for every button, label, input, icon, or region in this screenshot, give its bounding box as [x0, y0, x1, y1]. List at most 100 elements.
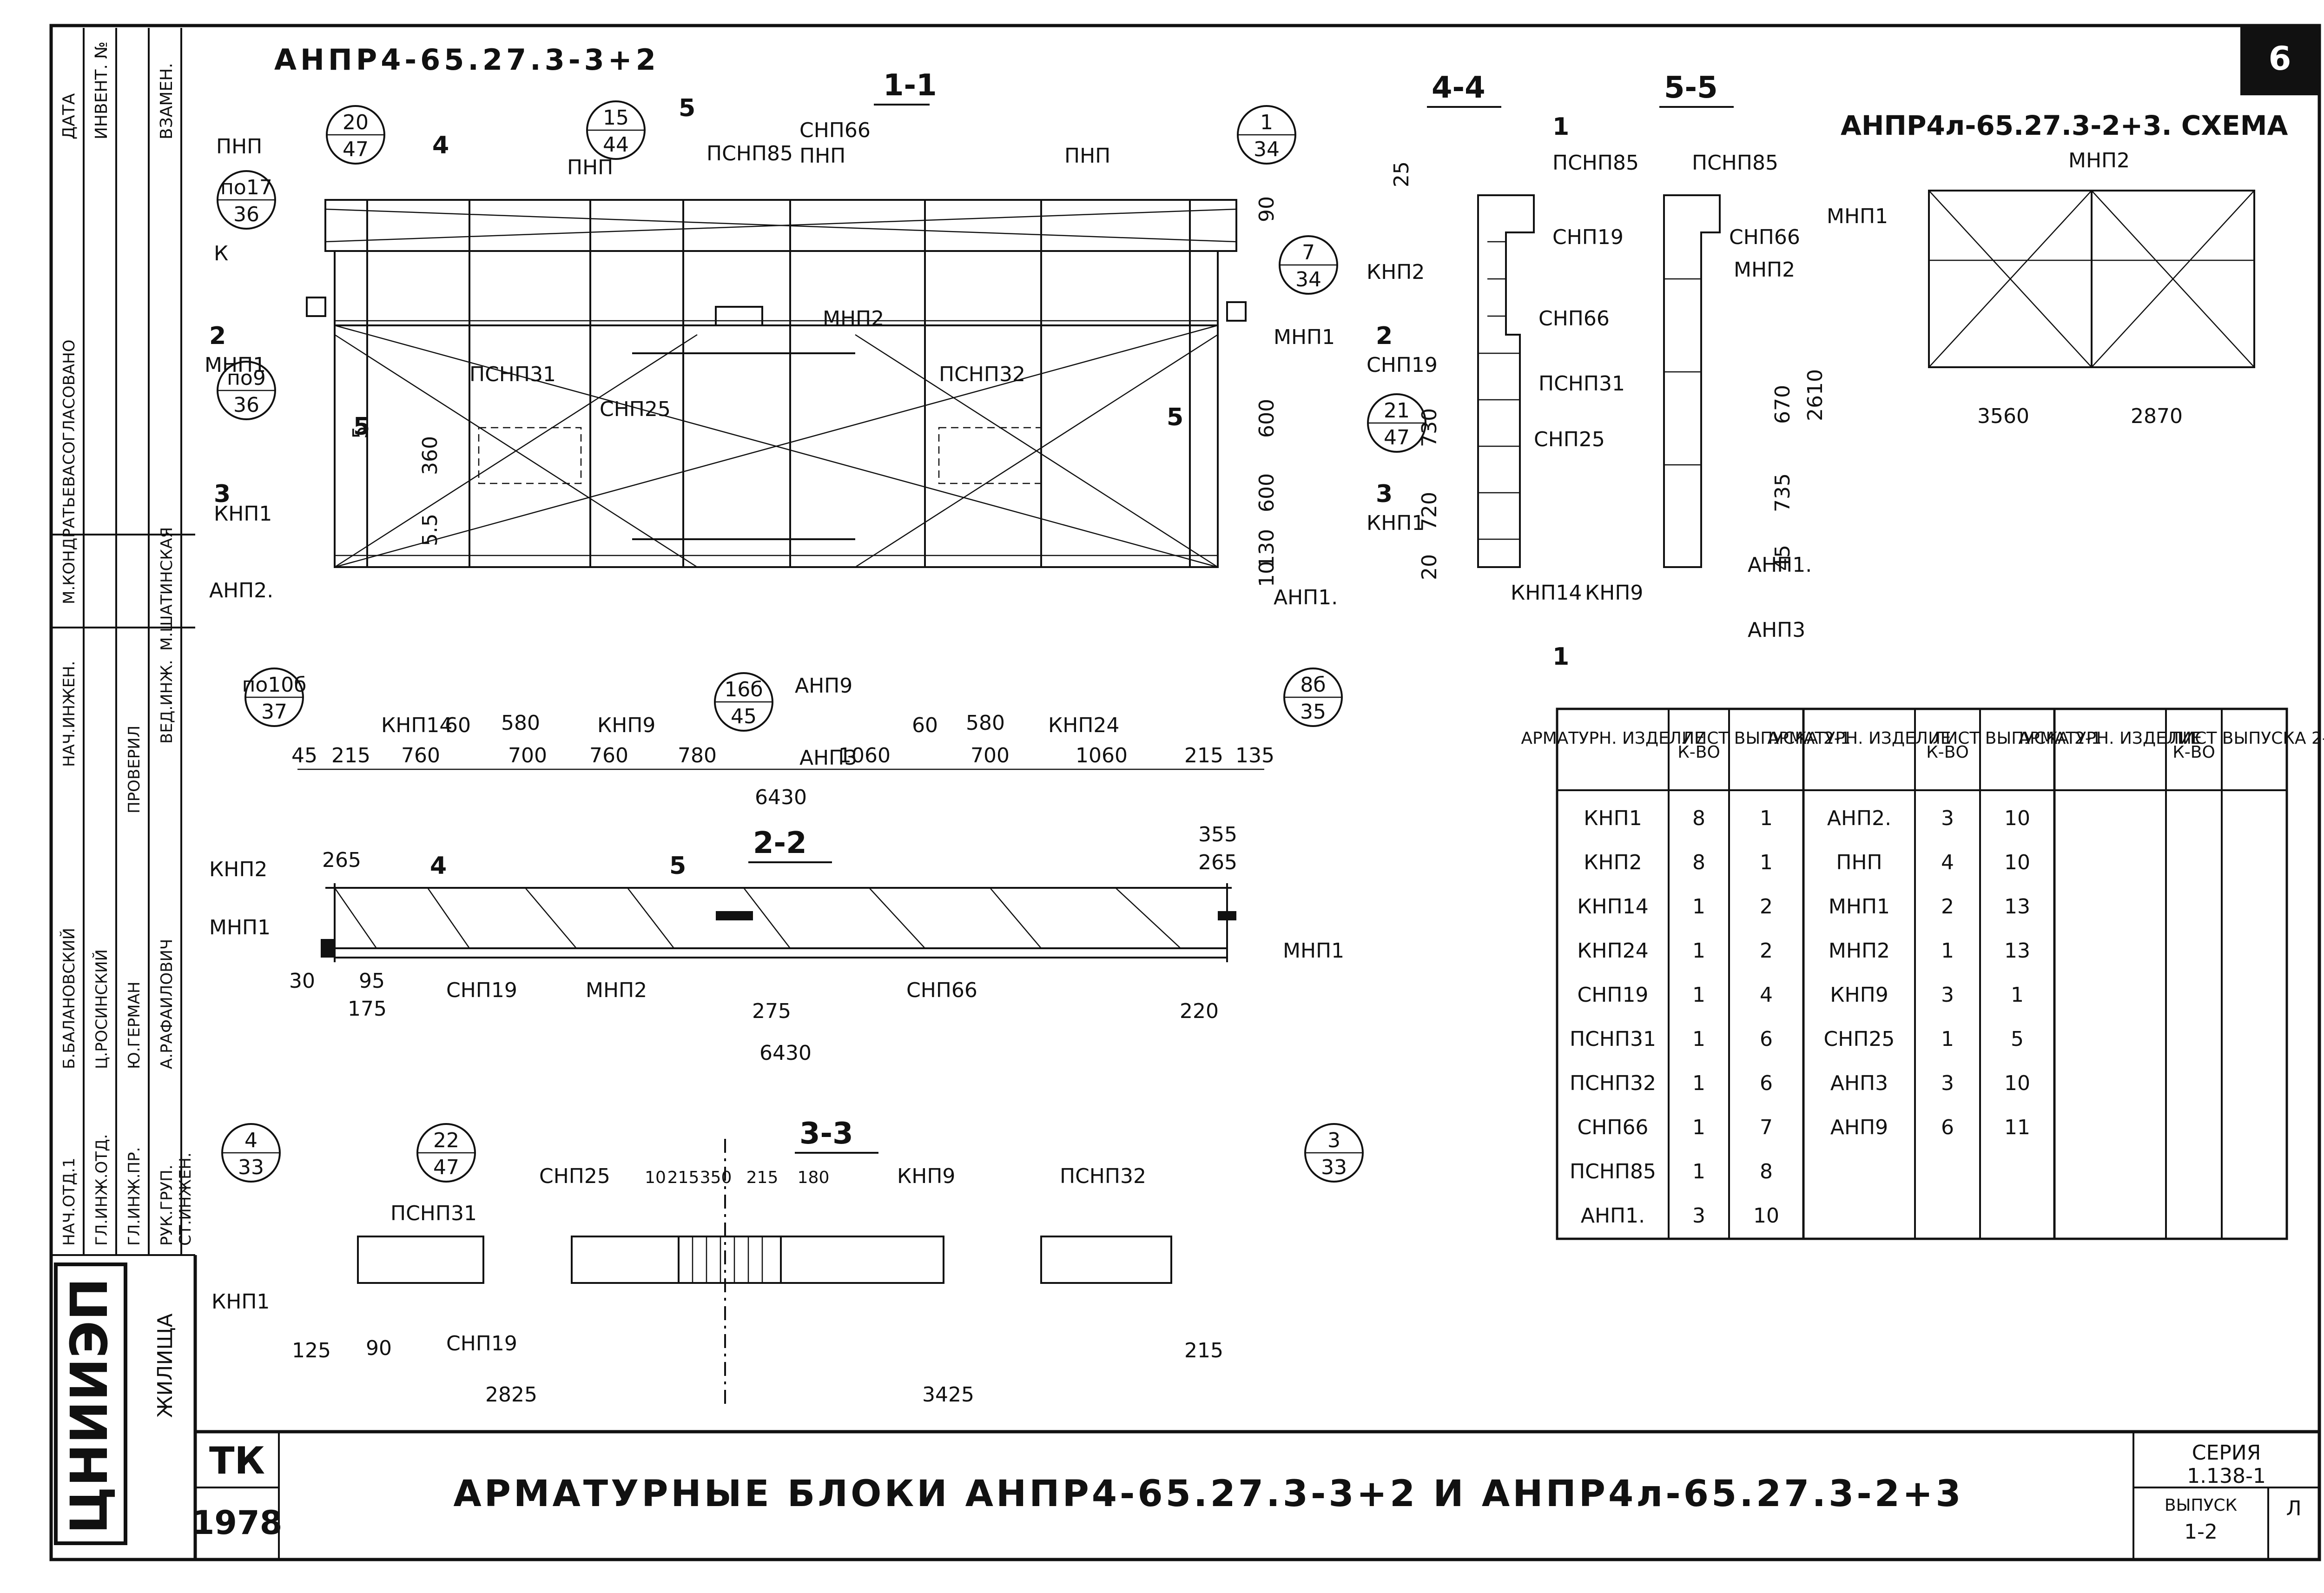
callout-8-bottom: 45	[731, 705, 757, 728]
spec-c2-qty-4: 3	[1941, 983, 1954, 1007]
plan-dim-13: 215	[1184, 744, 1223, 767]
spec-header-sheet-2: ЛИСТ ВЫПУСКА 2-1	[2170, 729, 2324, 748]
label-pnp-5: ПНП	[1064, 144, 1110, 168]
section-5-5-label: 5-5	[1664, 71, 1718, 105]
plan-dim-12: 1060	[1076, 744, 1128, 767]
spec-c1-sheet-2: 2	[1760, 895, 1773, 919]
sec33-bottom-dim-1: 90	[366, 1336, 392, 1360]
sec22-bottom-dim-1: 95	[359, 969, 385, 993]
label-pnp-1: ПНП	[567, 156, 613, 179]
spec-header-qty-1: К-ВО	[1926, 743, 1969, 762]
plan-dim-9: 60	[912, 714, 938, 737]
section-mark-sec4-8: 4	[430, 852, 447, 880]
label-anp1-46: АНП1.	[1748, 553, 1812, 577]
label-knp9-19: КНП9	[597, 714, 655, 737]
sec44-dim-0: 25	[1390, 161, 1413, 187]
spec-c1-sheet-5: 6	[1760, 1027, 1773, 1051]
org-logo-box	[54, 1263, 127, 1545]
label-psnp31-29: ПСНП31	[390, 1202, 477, 1225]
spec-c1-qty-7: 1	[1692, 1116, 1705, 1139]
spec-c1-qty-2: 1	[1692, 895, 1705, 919]
sec22-top-dim-2: 265	[1198, 851, 1237, 874]
spec-header-qty-0: К-ВО	[1677, 743, 1720, 762]
spec-c2-qty-2: 2	[1941, 895, 1954, 919]
spec-c2-sheet-7: 11	[2004, 1116, 2030, 1139]
spec-table	[1556, 707, 2288, 1240]
section-1-1-label: 1-1	[883, 68, 937, 103]
label-snp66-25: СНП66	[906, 978, 977, 1002]
label-psnp85-2: ПСНП85	[706, 142, 793, 165]
label-mnp1-26: МНП1	[1283, 939, 1344, 963]
inv-label: ИНВЕНТ. №	[92, 41, 111, 139]
issue-value: 1-2	[2184, 1520, 2218, 1544]
sec55-dim-3: 45	[1771, 545, 1795, 571]
spec-header-item-1: АРМАТУРН. ИЗДЕЛИЕ	[1767, 729, 1951, 748]
label-knp2-35: КНП2	[1367, 260, 1425, 284]
spec-c2-sheet-3: 13	[2004, 939, 2030, 963]
callout-10-top: 4	[244, 1129, 257, 1152]
label-knp14-18: КНП14	[381, 714, 452, 737]
approval-role-1: ГЛ.ИНЖ.ОТД.	[92, 1134, 111, 1246]
label-snp19-37: СНП19	[1367, 353, 1438, 377]
agreed-heading: СОГЛАСОВАНО	[60, 340, 79, 465]
spec-c1-item-0: КНП1	[1584, 806, 1642, 830]
spec-header-sheet-1: ЛИСТ ВЫПУСКА 2-1	[1933, 729, 2102, 748]
plan-right-dim-2: 600	[1255, 473, 1279, 512]
spec-c2-sheet-4: 1	[2011, 983, 2024, 1007]
scheme-dim-1: 2870	[2131, 404, 2183, 428]
spec-c1-sheet-1: 1	[1760, 851, 1773, 874]
org-subtitle: ЖИЛИЩА	[153, 1313, 177, 1418]
spec-c2-qty-0: 3	[1941, 806, 1954, 830]
scheme-title: АНПР4л-65.27.3-2+3. СХЕМА	[1841, 110, 2288, 141]
approval-extra-name-0: М.КОНДРАТЬЕВА	[60, 465, 79, 604]
spec-c1-qty-3: 1	[1692, 939, 1705, 963]
series-label: СЕРИЯ	[2192, 1441, 2261, 1465]
spec-c1-qty-8: 1	[1692, 1160, 1705, 1183]
sec44-dim-2: 720	[1418, 492, 1441, 531]
sec55-dim-0: 670	[1771, 385, 1795, 424]
date-label: ДАТА	[59, 93, 79, 139]
spec-c1-item-2: КНП14	[1577, 895, 1648, 919]
sec33-bottom-dim-0: 125	[292, 1339, 331, 1362]
plan-dim-3: 60	[445, 714, 471, 737]
label-snp25-14: СНП25	[600, 397, 671, 421]
label-k-6: К	[214, 242, 228, 265]
section-5-5-drawing	[1663, 194, 1721, 568]
issue-label: ВЫПУСК	[2165, 1496, 2237, 1515]
scheme-drawing	[1928, 190, 2255, 368]
spec-c2-sheet-5: 5	[2011, 1027, 2024, 1051]
spec-c2-sheet-1: 10	[2004, 851, 2030, 874]
label-psnp32-15: ПСНП32	[939, 363, 1025, 386]
plan-total: 6430	[755, 786, 807, 809]
checked-heading: ПРОВЕРИЛ	[125, 726, 144, 813]
section-mark-sec5-0: 5	[679, 94, 695, 122]
approval-name-0: Б.БАЛАНОВСКИЙ	[59, 928, 79, 1069]
sec22-bottom-dim-4: 220	[1180, 999, 1219, 1023]
sec22-bottom-dim-3: 275	[752, 999, 791, 1023]
sec55-dim-1: 2610	[1803, 369, 1827, 421]
label-mnp2-45: МНП2	[1734, 258, 1795, 282]
spec-c1-sheet-7: 7	[1760, 1116, 1773, 1139]
sec33-top-dim-4: 180	[798, 1168, 830, 1187]
spec-c1-qty-4: 1	[1692, 983, 1705, 1007]
spec-c1-item-9: АНП1.	[1581, 1204, 1645, 1228]
plan-right-dim-1: 600	[1255, 399, 1279, 438]
callout-4-bottom: 34	[1295, 268, 1321, 291]
approval-role-0: НАЧ.ОТД.1	[60, 1158, 79, 1246]
spec-c1-qty-0: 8	[1692, 806, 1705, 830]
sec22-total: 6430	[759, 1041, 812, 1065]
plan-left-dim-2: 5.5	[418, 514, 442, 546]
spec-c1-item-6: ПСНП32	[1570, 1071, 1656, 1095]
section-mark-sec3-5: 3	[1376, 480, 1393, 508]
plan-dim-8: 1060	[838, 744, 891, 767]
section-mark-sec5-11: 5	[1167, 403, 1183, 431]
callout-5-bottom: 36	[233, 393, 259, 417]
spec-c2-item-4: КНП9	[1830, 983, 1888, 1007]
callout-11-top: 22	[433, 1129, 459, 1152]
year: 1978	[192, 1504, 283, 1542]
plan-right-dim-4: 10	[1255, 561, 1279, 587]
callout-8-top: 16б	[724, 678, 763, 701]
approval-role-3: РУК.ГРУП.	[158, 1165, 176, 1246]
plan-dim-6: 760	[589, 744, 628, 767]
label-psnp32-30: ПСНП32	[1060, 1164, 1146, 1188]
